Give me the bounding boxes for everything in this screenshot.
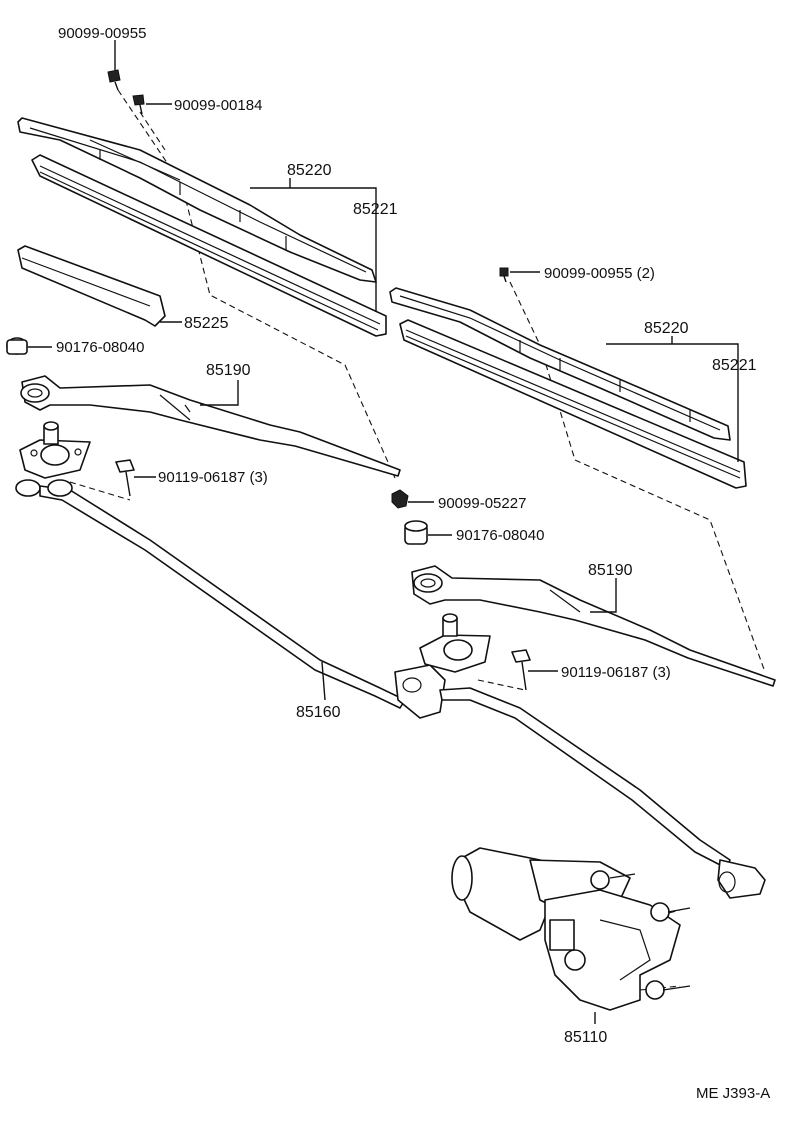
label-cap-left: 90176-08040 [56,339,144,356]
screw-90099-00955-top [107,69,121,91]
left-wiper-blade [17,117,387,337]
spacer-85225 [17,245,166,327]
label-blade-insert-right: 85221 [712,357,757,374]
label-blade-assy-left: 85220 [287,162,332,179]
left-wiper-arm [20,375,401,477]
wiper-motor [451,847,691,1011]
label-motor: 85110 [564,1029,607,1046]
screw-90099-00184 [132,94,145,115]
part-labels: 90099-00955 90099-00184 85220 85221 8522… [56,25,770,1102]
label-screw-top: 90099-00955 [58,25,146,42]
wiper-linkage [15,479,766,899]
right-pivot [419,613,491,673]
label-screw-right: 90099-00955 (2) [544,265,655,282]
label-nut-center: 90099-05227 [438,495,526,512]
screw-90099-00955-right [499,267,509,283]
left-pivot [19,421,91,479]
cap-90176-08040-right [404,520,428,545]
bolt-90119-06187-left [115,459,135,497]
label-link: 85160 [296,704,341,721]
label-bolt-right: 90119-06187 (3) [561,664,671,681]
right-wiper-blade [389,287,747,489]
right-wiper-arm [411,565,776,687]
label-blade-assy-right: 85220 [644,320,689,337]
nut-90099-05227 [391,489,409,509]
cap-90176-08040-left [6,337,28,355]
label-leaders [28,40,739,1024]
diagram-code: ME J393-A [696,1085,770,1102]
label-arm-left: 85190 [206,362,251,379]
label-bolt-left: 90119-06187 (3) [158,469,268,486]
label-cap-right: 90176-08040 [456,527,544,544]
label-blade-insert-left: 85221 [353,201,398,218]
bolt-90119-06187-right [511,649,531,691]
label-screw-top2: 90099-00184 [174,97,262,114]
label-arm-right: 85190 [588,562,633,579]
label-spacer: 85225 [184,315,229,332]
